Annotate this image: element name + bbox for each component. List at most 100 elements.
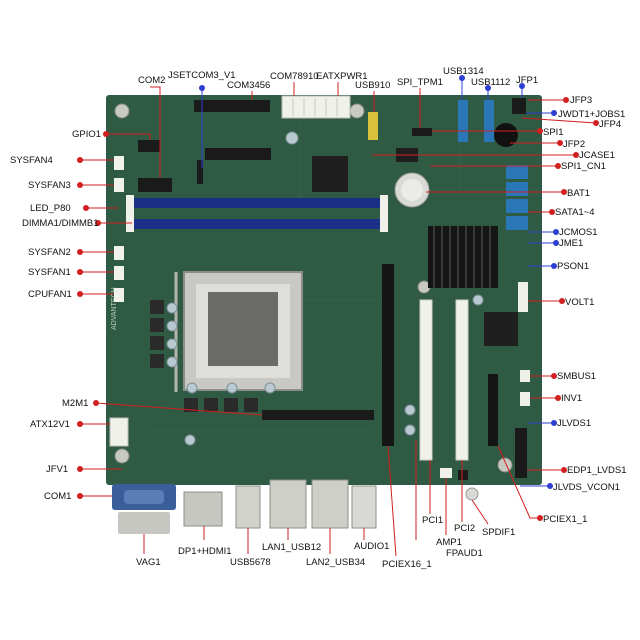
- label-fpaud1: FPAUD1: [446, 548, 483, 559]
- jfp4-callout: [521, 117, 597, 124]
- dimm-slots: [126, 195, 388, 232]
- callout-dot: [561, 467, 567, 473]
- jsetcom3-header: [197, 160, 203, 184]
- label-lan1-usb12: LAN1_USB12: [262, 542, 321, 553]
- pch-heatsink: [428, 226, 498, 288]
- cpufan1-header: [114, 288, 124, 302]
- callout-dot: [563, 97, 569, 103]
- smbus1-header: [520, 370, 530, 382]
- label-com78910: COM78910: [270, 71, 319, 82]
- buzzer: [494, 123, 518, 147]
- label-audio1: AUDIO1: [354, 541, 389, 552]
- callout-dot: [519, 83, 525, 89]
- label-jfp4: JFP4: [599, 119, 621, 130]
- callout-dot: [551, 263, 557, 269]
- callout-dot: [537, 128, 543, 134]
- gpio1-callout: [106, 133, 151, 140]
- label-jme1: JME1: [559, 238, 583, 249]
- label-com2: COM2: [138, 75, 165, 86]
- mounting-hole: [114, 448, 130, 464]
- motherboard: ADVANTECH: [106, 95, 542, 534]
- spdif1-callout: [471, 499, 489, 525]
- sysfan1-header: [114, 266, 124, 280]
- label-dp1-hdmi1: DP1+HDMI1: [178, 546, 232, 557]
- m2m1-callout: [95, 402, 263, 416]
- cpu-socket: [174, 271, 303, 392]
- label-jwdt1-jobs1: JWDT1+JOBS1: [558, 109, 625, 120]
- mounting-hole: [497, 457, 513, 473]
- label-pson1: PSON1: [557, 261, 589, 272]
- label-smbus1: SMBUS1: [557, 371, 596, 382]
- board-brand-text: ADVANTECH: [111, 287, 118, 330]
- label-pciex1-1: PCIEX1_1: [543, 514, 587, 525]
- label-com1: COM1: [44, 491, 71, 502]
- volt1-header: [518, 282, 528, 312]
- dp-hdmi-port: [183, 491, 223, 527]
- callout-dot: [93, 400, 99, 406]
- label-spi1: SPI1: [543, 127, 564, 138]
- usb5678-port: [235, 485, 261, 529]
- amp1-header: [440, 468, 452, 478]
- callout-dot: [77, 249, 83, 255]
- label-usb1112: USB1112: [471, 77, 510, 88]
- callout-dot: [95, 220, 101, 226]
- label-pci1: PCI1: [422, 515, 443, 526]
- label-cpufan1: CPUFAN1: [28, 289, 72, 300]
- capacitors: [166, 131, 484, 446]
- label-volt1: VOLT1: [565, 297, 594, 308]
- sysfan3-header: [114, 178, 124, 192]
- io-chip: [484, 312, 518, 346]
- bat1-battery-inner: [401, 179, 423, 201]
- label-spi-tpm1: SPI_TPM1: [397, 77, 443, 88]
- spdif1-jack: [465, 487, 479, 501]
- callout-dot: [77, 157, 83, 163]
- m2-slot: [262, 410, 374, 420]
- label-sata1-4: SATA1~4: [555, 207, 595, 218]
- callout-dot: [459, 75, 465, 81]
- dimm-latch: [126, 195, 134, 232]
- label-inv1: INV1: [561, 393, 582, 404]
- sysfan4-header: [114, 156, 124, 170]
- callout-dot: [553, 229, 559, 235]
- callout-dot: [83, 205, 89, 211]
- com78910-header: [205, 148, 271, 160]
- callout-dot: [561, 189, 567, 195]
- callout-dot: [573, 152, 579, 158]
- dimm-slot-b1: [132, 219, 382, 229]
- jfp-header: [512, 98, 526, 114]
- usb1314-header: [458, 100, 468, 142]
- lan1-usb12-port: [269, 479, 307, 529]
- callout-dot: [77, 291, 83, 297]
- callout-dot: [199, 85, 205, 91]
- callout-dot: [77, 493, 83, 499]
- com2-header: [138, 178, 172, 192]
- callout-dot: [555, 163, 561, 169]
- dimm-slot-a1: [132, 198, 382, 208]
- sata-port: [506, 165, 528, 179]
- callout-dot: [559, 298, 565, 304]
- label-jcmos1: JCMOS1: [559, 227, 598, 238]
- pciex1-1-slot: [488, 374, 498, 446]
- pcb-board: [106, 95, 542, 485]
- label-pci2: PCI2: [454, 523, 475, 534]
- superio-chip: [312, 156, 348, 192]
- atx12v1-connector: [109, 417, 129, 447]
- label-pciex16-1: PCIEX16_1: [382, 559, 432, 570]
- callout-dot: [553, 240, 559, 246]
- label-jfp1: JFP1: [516, 75, 538, 86]
- label-usb1314: USB1314: [443, 66, 484, 77]
- fan-headers: [114, 156, 124, 302]
- label-bat1: BAT1: [567, 188, 590, 199]
- label-eatxpwr1: EATXPWR1: [316, 71, 368, 82]
- inv1-header: [520, 392, 530, 406]
- audio1-jacks: [351, 485, 377, 529]
- label-sysfan1: SYSFAN1: [28, 267, 71, 278]
- label-spdif1: SPDIF1: [482, 527, 515, 538]
- label-gpio1: GPIO1: [72, 129, 101, 140]
- label-com3456: COM3456: [227, 80, 270, 91]
- callout-dot: [555, 395, 561, 401]
- dimm-latch: [380, 195, 388, 232]
- callout-dot: [557, 140, 563, 146]
- component-labels: COM2 JSETCOM3_V1 COM3456 COM78910 EATXPW…: [10, 66, 627, 570]
- callout-dot: [593, 120, 599, 126]
